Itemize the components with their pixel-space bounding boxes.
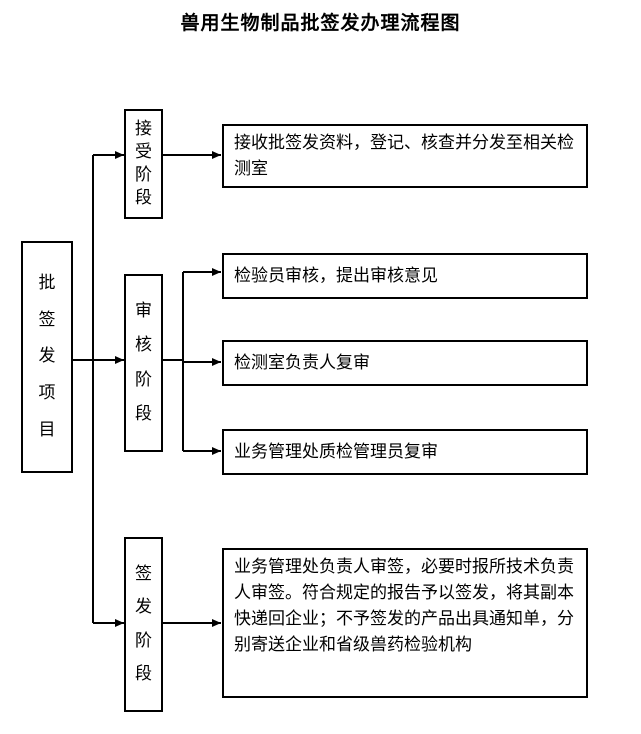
stage-char: 阶 <box>135 369 152 390</box>
task-box-lab-head-review: 检测室负责人复审 <box>222 340 588 386</box>
stage-char: 接 <box>135 119 152 139</box>
task-box-accept: 接收批签发资料，登记、核查并分发至相关检测室 <box>222 124 588 188</box>
stage-char: 签 <box>135 563 152 584</box>
stage-box-issue: 签 发 阶 段 <box>124 537 163 712</box>
task-box-issue: 业务管理处负责人审签，必要时报所技术负责人审签。符合规定的报告予以签发，将其副本… <box>222 548 588 698</box>
stage-char: 审 <box>135 301 152 322</box>
stage-char: 段 <box>135 664 152 685</box>
root-char: 项 <box>38 383 56 404</box>
stage-box-review: 审 核 阶 段 <box>124 274 163 452</box>
root-char: 目 <box>38 420 56 441</box>
root-char: 签 <box>38 309 56 330</box>
stage-char: 阶 <box>135 165 152 185</box>
stage-char: 阶 <box>135 630 152 651</box>
diagram-title: 兽用生物制品批签发办理流程图 <box>180 12 461 34</box>
stage-box-accept: 接 受 阶 段 <box>124 109 163 219</box>
stage-char: 核 <box>135 335 152 356</box>
stage-char: 段 <box>135 403 152 424</box>
task-box-qc-manager-review: 业务管理处质检管理员复审 <box>222 429 588 475</box>
stage-char: 发 <box>135 597 152 618</box>
stage-char: 受 <box>135 142 152 162</box>
stage-char: 段 <box>135 188 152 208</box>
task-box-inspector-review: 检验员审核，提出审核意见 <box>222 253 588 299</box>
root-box: 批 签 发 项 目 <box>21 241 73 473</box>
root-char: 发 <box>38 346 56 367</box>
root-char: 批 <box>38 272 56 293</box>
